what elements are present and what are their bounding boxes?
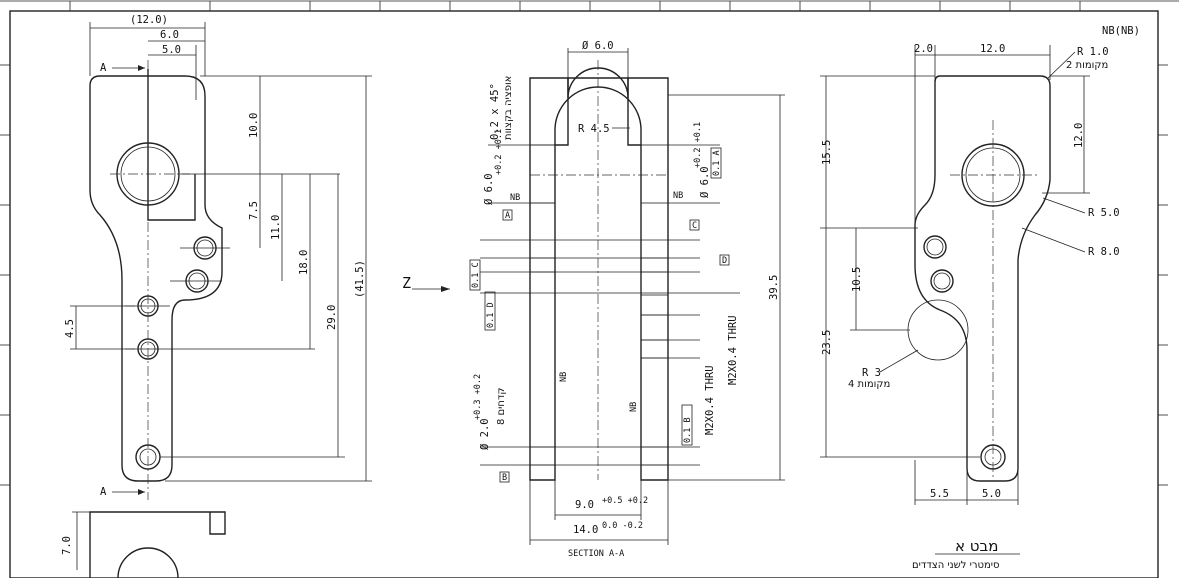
section-r45: R 4.5 [578,123,610,135]
dim-6: 6.0 [160,29,179,41]
right-dim-5: 5.0 [982,488,1001,500]
section-a-a: Ø 6.0 R 4.5 0.2 x 45° אופציה בקצוות Ø 6.… [469,40,785,559]
dim-4-5: 4.5 [64,319,76,338]
dim-5: 5.0 [162,44,181,56]
right-dim-2: 2.0 [914,43,933,55]
datum-a: A [505,211,510,221]
fcf-right-b: 0.1 B [683,417,693,443]
roughness-right: NB [673,191,683,201]
pin-note: 8 קדחים [496,387,507,425]
right-dim-23-5: 23.5 [821,330,833,355]
dim-39-5: 39.5 [768,275,780,300]
bore-left-tol: +0.2 +0.1 [494,129,504,175]
view-note: סימטרי לשני הצדדים [912,560,1000,571]
dim-18: 18.0 [298,250,310,275]
dim-9: 9.0 [575,499,594,511]
section-dia-6: Ø 6.0 [582,40,614,52]
chamfer-note: אופציה בקצוות [503,76,514,140]
section-title: SECTION A-A [568,549,624,559]
roughness-left: NB [510,193,520,203]
corner-roughness-symbol: NB(NB) [1102,25,1140,37]
view-title: מבט א [955,537,998,555]
pin-tol: +0.3 +0.2 [473,374,483,420]
right-dim-10-5: 10.5 [851,267,863,292]
bore-left: Ø 6.0 [483,173,495,205]
fcf-right-top: 0.1 A [712,150,722,176]
dim-7-5: 7.5 [248,201,260,220]
dim-7: 7.0 [61,536,73,555]
r1: R 1.0 [1077,46,1109,58]
dim-14: 14.0 [573,524,598,536]
fcf-left-d: 0.1 D [486,302,496,328]
roughness-mid-right: NB [629,402,639,412]
r1-note: 2 מקומות [1066,60,1108,71]
section-mark-bottom: A [100,486,107,498]
dim-14-tol: 0.0 -0.2 [602,521,643,531]
right-dim-12: 12.0 [980,43,1005,55]
pin-holes: Ø 2.0 [479,418,491,450]
datum-d: D [722,256,727,266]
roughness-mid-left: NB [559,372,569,382]
dim-9-tol: +0.5 +0.2 [602,496,648,506]
thread-note-2: M2X0.4 THRU [727,315,739,385]
right-dim-12v: 12.0 [1073,123,1085,148]
dim-12-paren: (12.0) [130,14,168,26]
r5: R 5.0 [1088,207,1120,219]
fcf-left-c: 0.1 C [471,262,481,288]
view-direction-arrow: Z [402,274,450,292]
dim-11: 11.0 [270,215,282,240]
view-arrow-label: Z [402,274,411,292]
bore-right: Ø 6.0 [699,166,711,198]
datum-b: B [502,473,507,483]
right-dim-5-5: 5.5 [930,488,949,500]
r8: R 8.0 [1088,246,1120,258]
dim-41-5: (41.5) [354,260,366,298]
left-view: A A (12.0) 6.0 5.0 10.0 7.5 11.0 18.0 29… [61,14,372,579]
right-dim-15-5: 15.5 [821,140,833,165]
right-view: 2.0 12.0 R 1.0 2 מקומות 12.0 R 5.0 R 8.0… [820,43,1120,571]
r3-note: 4 מקומות [848,379,890,390]
section-mark-top: A [100,62,107,74]
dim-29: 29.0 [326,305,338,330]
thread-note-1: M2X0.4 THRU [704,365,716,435]
r3: R 3 [862,367,881,379]
dim-10: 10.0 [248,113,260,138]
datum-c: C [692,221,697,231]
chamfer-dim: 0.2 x 45° [489,83,501,140]
